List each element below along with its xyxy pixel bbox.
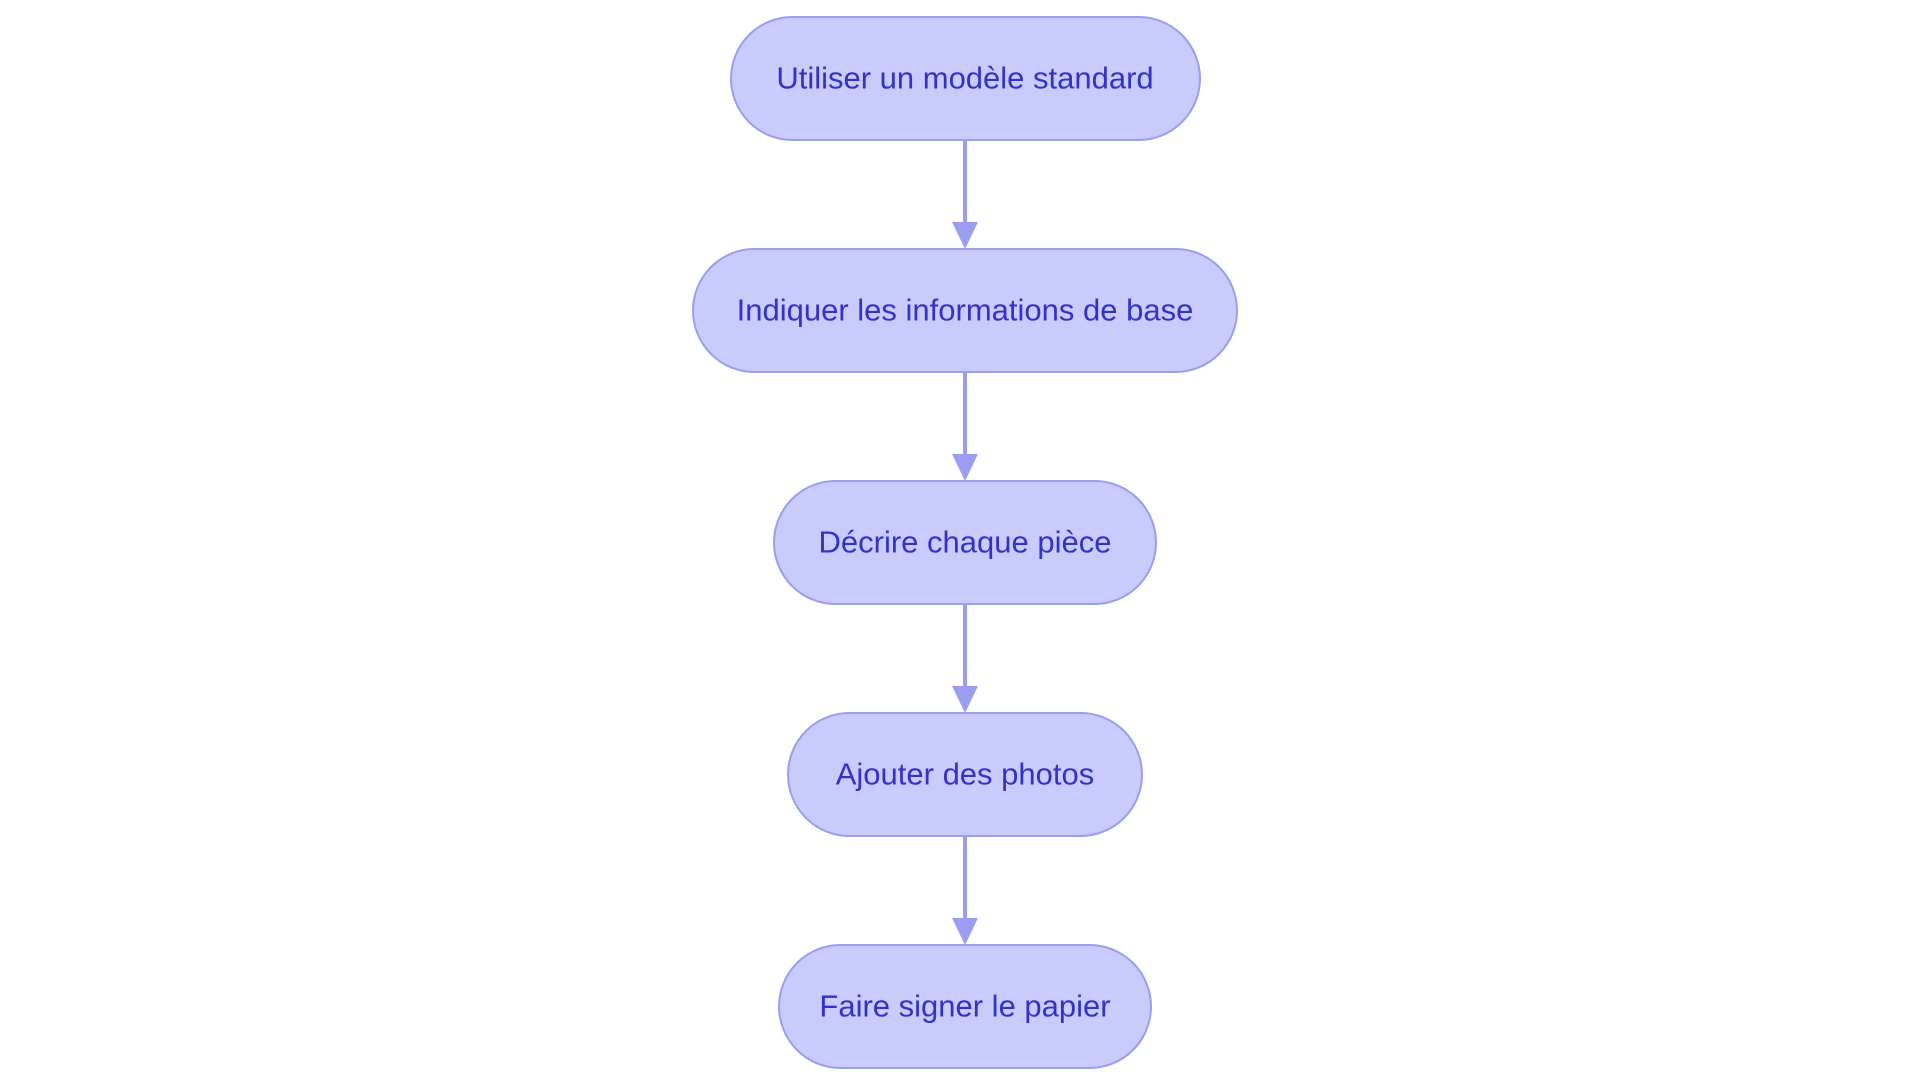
node-basic-information: Indiquer les informations de base xyxy=(692,248,1238,373)
node-label: Utiliser un modèle standard xyxy=(776,61,1153,96)
node-get-paper-signed: Faire signer le papier xyxy=(778,944,1152,1069)
node-describe-each-room: Décrire chaque pièce xyxy=(773,480,1157,605)
edge-arrow-4 xyxy=(952,836,978,945)
edge-arrow-2 xyxy=(952,372,978,481)
node-add-photos: Ajouter des photos xyxy=(787,712,1143,837)
node-label: Indiquer les informations de base xyxy=(737,293,1194,328)
node-use-standard-template: Utiliser un modèle standard xyxy=(730,16,1201,141)
node-label: Décrire chaque pièce xyxy=(819,525,1112,560)
edge-arrow-1 xyxy=(952,140,978,249)
node-label: Faire signer le papier xyxy=(819,989,1110,1024)
edges-group xyxy=(952,140,978,945)
nodes-group: Utiliser un modèle standard Indiquer les… xyxy=(692,16,1238,1069)
edge-arrow-3 xyxy=(952,604,978,713)
node-label: Ajouter des photos xyxy=(836,757,1095,792)
